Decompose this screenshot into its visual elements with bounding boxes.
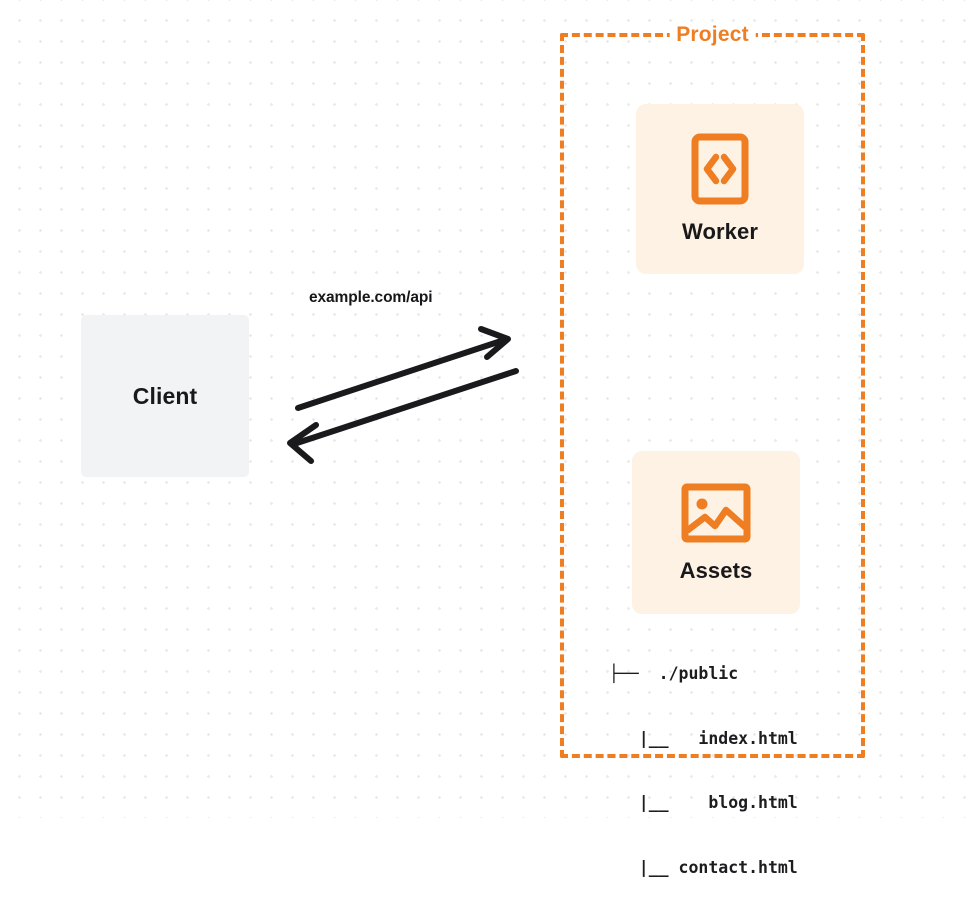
code-brackets-icon <box>691 133 749 205</box>
node-client-label: Client <box>132 382 198 409</box>
assets-file-tree: ├── ./public |__ index.html |__ blog.htm… <box>609 620 798 921</box>
project-container: Project Worker Assets ├── ./public |__ i… <box>560 23 865 877</box>
node-assets-label: Assets <box>679 557 753 583</box>
diagram-canvas: Client example.com/api Project Worker <box>0 0 980 877</box>
node-worker-label: Worker <box>682 219 758 244</box>
node-client[interactable]: Client <box>81 315 249 477</box>
request-arrow-icon <box>295 326 511 411</box>
file-tree-row: ├── ./public <box>609 664 739 683</box>
file-tree-row: |__ contact.html <box>609 857 798 877</box>
file-tree-row: |__ index.html <box>609 728 798 748</box>
node-worker[interactable]: Worker <box>636 104 804 274</box>
response-arrow-icon <box>287 368 519 464</box>
node-assets[interactable]: Assets <box>632 451 800 614</box>
image-picture-icon <box>681 483 751 542</box>
project-title: Project <box>669 23 756 47</box>
file-tree-row: |__ blog.html <box>609 793 798 812</box>
connection-label: example.com/api <box>309 289 433 306</box>
